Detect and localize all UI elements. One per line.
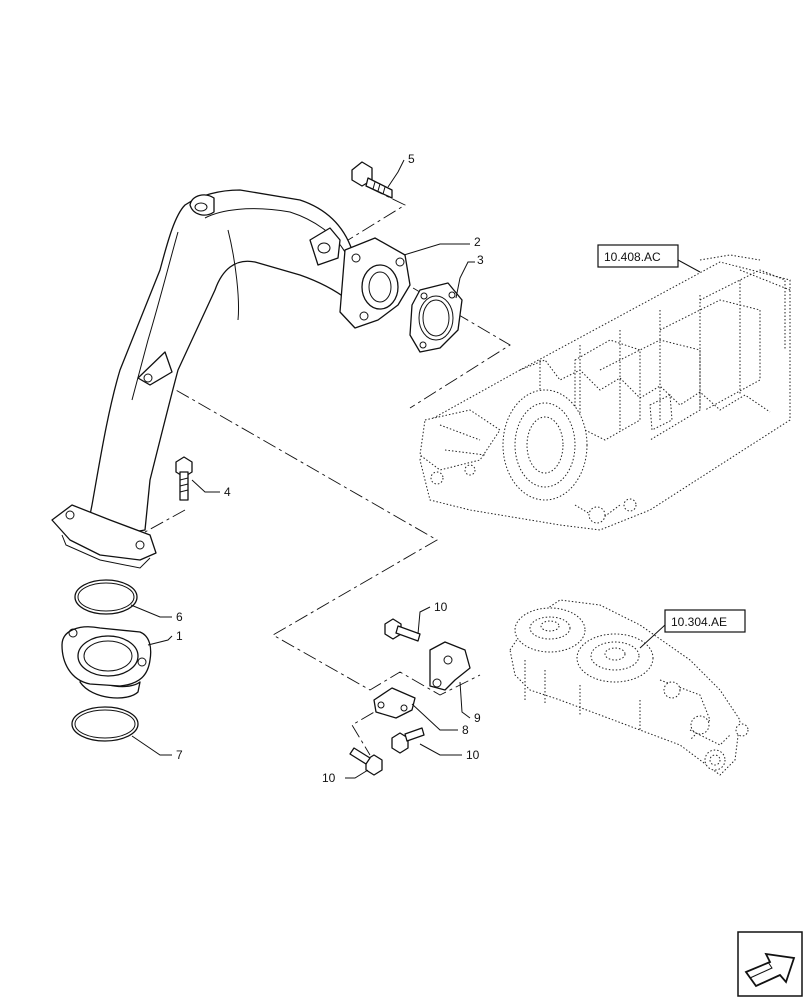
callout-10-lower: 10 [322, 771, 336, 785]
bolt-part-10-middle [391, 727, 425, 754]
callout-3: 3 [477, 253, 484, 267]
water-pump-reference [509, 599, 749, 776]
callout-labels: 5 2 3 4 6 1 7 10 9 8 10 10 [176, 152, 484, 785]
water-outlet-pipe [51, 189, 411, 569]
reference-label-water-pump: 10.304.AE [671, 615, 727, 629]
reference-box-water-pump[interactable]: 10.304.AE [664, 609, 746, 633]
bracket-part-9 [429, 641, 471, 691]
callout-6: 6 [176, 610, 183, 624]
clip-part-8 [373, 687, 416, 719]
o-ring-part-7 [71, 706, 139, 742]
reference-label-intake-manifold: 10.408.AC [604, 250, 661, 264]
callout-10-middle: 10 [466, 748, 480, 762]
reference-box-intake-manifold[interactable]: 10.408.AC [597, 244, 679, 268]
intake-manifold-reference [419, 254, 791, 531]
bolt-part-5 [351, 161, 393, 199]
bolt-part-4 [175, 456, 193, 501]
callout-4: 4 [224, 485, 231, 499]
callout-1: 1 [176, 629, 183, 643]
adapter-flange-part-1 [61, 626, 152, 699]
bolt-part-10-upper [384, 618, 421, 642]
callout-5: 5 [408, 152, 415, 166]
next-page-arrow-icon[interactable] [737, 931, 803, 997]
bolt-part-10-lower [349, 747, 383, 776]
leader-lines [130, 159, 701, 779]
callout-8: 8 [462, 723, 469, 737]
gasket-part-3 [409, 282, 463, 353]
callout-2: 2 [474, 235, 481, 249]
callout-7: 7 [176, 748, 183, 762]
assembly-centerlines [144, 187, 511, 756]
o-ring-part-6 [74, 579, 138, 615]
callout-10-upper: 10 [434, 600, 448, 614]
callout-9: 9 [474, 711, 481, 725]
